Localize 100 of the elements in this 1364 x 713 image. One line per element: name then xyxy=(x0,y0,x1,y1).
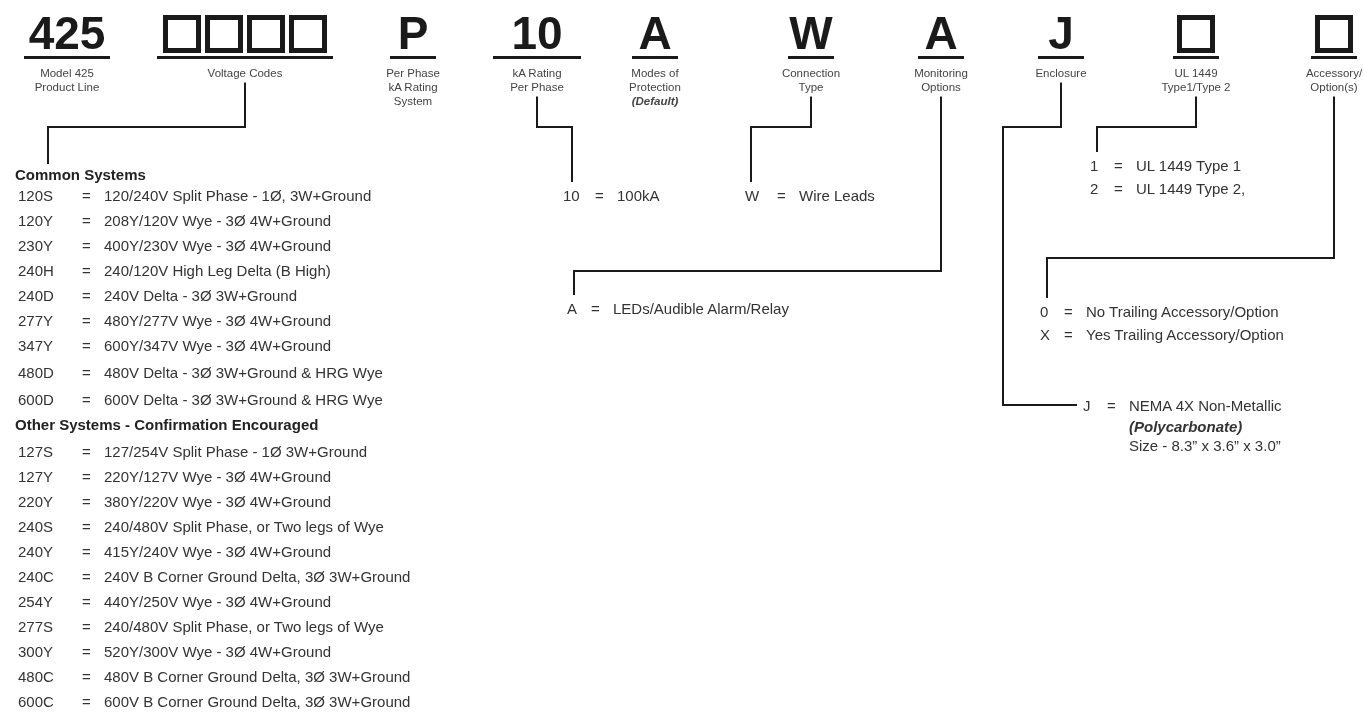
voltage-code: 240S xyxy=(18,518,54,536)
voltage-code: 480C xyxy=(18,668,54,686)
equals-sign: = xyxy=(82,443,91,461)
voltage-description: 380Y/220V Wye - 3Ø 4W+Ground xyxy=(104,493,332,511)
leader-line xyxy=(573,95,942,296)
option-note: Size - 8.3” x 3.6” x 3.0” xyxy=(1129,436,1282,455)
voltage-description: 520Y/300V Wye - 3Ø 4W+Ground xyxy=(104,643,332,661)
field-description: UL 1449 Type1/Type 2 xyxy=(1160,65,1232,94)
field-description: Voltage Codes xyxy=(207,65,283,80)
option-description: UL 1449 Type 2, xyxy=(1136,179,1246,199)
equals-sign: = xyxy=(82,391,91,409)
option-description: No Trailing Accessory/Option xyxy=(1086,302,1280,322)
equals-sign: = xyxy=(82,493,91,511)
code-character: 425 xyxy=(28,10,106,56)
voltage-code: 347Y xyxy=(18,337,54,355)
code-character: J xyxy=(1048,10,1074,56)
equals-sign: = xyxy=(82,212,91,230)
table-heading: Common Systems xyxy=(15,166,146,184)
equals-sign: = xyxy=(82,312,91,330)
table-heading: Other Systems - Confirmation Encouraged xyxy=(15,416,319,434)
voltage-description: 480V B Corner Ground Delta, 3Ø 3W+Ground xyxy=(104,668,411,686)
field-description: Monitoring Options xyxy=(913,65,969,94)
voltage-description: 120/240V Split Phase - 1Ø, 3W+Ground xyxy=(104,187,372,205)
leader-line xyxy=(536,95,573,183)
voltage-code: 220Y xyxy=(18,493,54,511)
equals-sign: = xyxy=(82,693,91,711)
equals-sign: = xyxy=(82,364,91,382)
equals-sign: = xyxy=(1064,302,1074,322)
equals-sign: = xyxy=(82,668,91,686)
option-code: 2 xyxy=(1090,179,1100,199)
equals-sign: = xyxy=(82,518,91,536)
equals-sign: = xyxy=(82,187,91,205)
voltage-description: 240V Delta - 3Ø 3W+Ground xyxy=(104,287,297,305)
voltage-description: 220Y/127V Wye - 3Ø 4W+Ground xyxy=(104,468,332,486)
code-character: A xyxy=(924,10,958,56)
option-code: 10 xyxy=(563,186,581,206)
voltage-code: 254Y xyxy=(18,593,54,611)
voltage-code: 600C xyxy=(18,693,54,711)
equals-sign: = xyxy=(82,468,91,486)
voltage-code: 600D xyxy=(18,391,54,409)
voltage-code: 120S xyxy=(18,187,54,205)
voltage-description: 600V B Corner Ground Delta, 3Ø 3W+Ground xyxy=(104,693,411,711)
voltage-description: 415Y/240V Wye - 3Ø 4W+Ground xyxy=(104,543,332,561)
equals-sign: = xyxy=(82,568,91,586)
voltage-code: 300Y xyxy=(18,643,54,661)
voltage-code: 127Y xyxy=(18,468,54,486)
equals-sign: = xyxy=(82,237,91,255)
field-description: Connection Type xyxy=(780,65,842,94)
code-character: W xyxy=(789,10,833,56)
equals-sign: = xyxy=(82,262,91,280)
option-code: 1 xyxy=(1090,156,1100,176)
leader-line xyxy=(750,95,812,183)
option-description: 100kA xyxy=(617,186,660,206)
leader-line xyxy=(47,81,246,165)
code-character: 10 xyxy=(511,10,563,56)
equals-sign: = xyxy=(595,186,605,206)
equals-sign: = xyxy=(82,543,91,561)
option-description: UL 1449 Type 1 xyxy=(1136,156,1243,176)
option-description: Wire Leads xyxy=(799,186,875,206)
voltage-code: 120Y xyxy=(18,212,54,230)
default-note: (Default) xyxy=(631,93,679,108)
equals-sign: = xyxy=(591,299,601,319)
voltage-code: 240D xyxy=(18,287,54,305)
equals-sign: = xyxy=(82,287,91,305)
voltage-code: 240C xyxy=(18,568,54,586)
option-description: Yes Trailing Accessory/Option xyxy=(1086,325,1284,345)
option-code: J xyxy=(1083,396,1092,416)
voltage-description: 400Y/230V Wye - 3Ø 4W+Ground xyxy=(104,237,332,255)
equals-sign: = xyxy=(82,593,91,611)
option-description: LEDs/Audible Alarm/Relay xyxy=(613,299,789,319)
equals-sign: = xyxy=(1114,179,1124,199)
voltage-description: 480Y/277V Wye - 3Ø 4W+Ground xyxy=(104,312,332,330)
field-description: Enclosure xyxy=(1035,65,1087,80)
voltage-description: 440Y/250V Wye - 3Ø 4W+Ground xyxy=(104,593,332,611)
equals-sign: = xyxy=(82,337,91,355)
voltage-description: 600Y/347V Wye - 3Ø 4W+Ground xyxy=(104,337,332,355)
voltage-description: 600V Delta - 3Ø 3W+Ground & HRG Wye xyxy=(104,391,383,409)
field-description: kA Rating Per Phase xyxy=(509,65,565,94)
equals-sign: = xyxy=(82,618,91,636)
code-character: P xyxy=(397,10,429,56)
option-code: W xyxy=(745,186,761,206)
code-character: A xyxy=(638,10,672,56)
voltage-description: 480V Delta - 3Ø 3W+Ground & HRG Wye xyxy=(104,364,383,382)
field-description: Accessory/ Option(s) xyxy=(1305,65,1363,94)
equals-sign: = xyxy=(777,186,787,206)
equals-sign: = xyxy=(1114,156,1124,176)
leader-line xyxy=(1002,81,1078,406)
voltage-code: 240H xyxy=(18,262,54,280)
option-code: X xyxy=(1040,325,1051,345)
voltage-code: 230Y xyxy=(18,237,54,255)
voltage-description: 240V B Corner Ground Delta, 3Ø 3W+Ground xyxy=(104,568,411,586)
voltage-code: 480D xyxy=(18,364,54,382)
voltage-code: 277Y xyxy=(18,312,54,330)
option-note: (Polycarbonate) xyxy=(1129,417,1244,436)
field-description: Per Phase kA Rating System xyxy=(385,65,441,108)
field-description: Model 425 Product Line xyxy=(33,65,101,94)
option-code: A xyxy=(567,299,578,319)
voltage-description: 240/480V Split Phase, or Two legs of Wye xyxy=(104,618,384,636)
option-code: 0 xyxy=(1040,302,1050,322)
equals-sign: = xyxy=(1107,396,1117,416)
